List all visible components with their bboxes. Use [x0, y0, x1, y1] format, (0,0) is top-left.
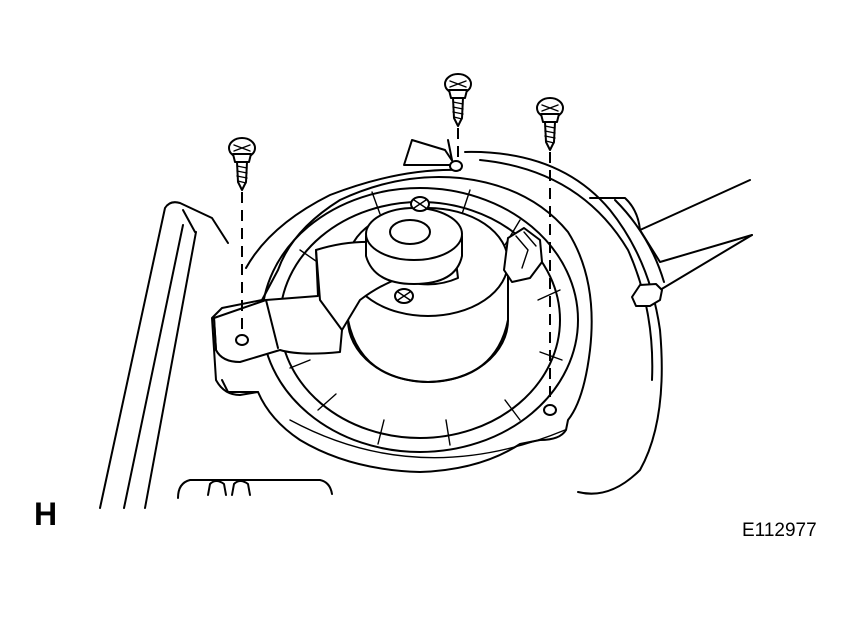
screw-2-icon — [444, 73, 472, 127]
alignment-lines — [241, 128, 551, 404]
motor-screw-bottom — [394, 288, 414, 304]
figure-id: E112977 — [742, 520, 817, 541]
screw-3-icon — [536, 97, 564, 151]
connector — [503, 227, 543, 283]
view-label: H — [34, 496, 58, 532]
blower-housing — [245, 139, 663, 495]
left-panel — [99, 201, 333, 509]
motor-hub — [365, 207, 463, 285]
motor-screw-top — [410, 196, 430, 212]
right-duct — [589, 179, 753, 291]
screw-1-icon — [228, 137, 256, 191]
flange-holes — [449, 160, 557, 416]
